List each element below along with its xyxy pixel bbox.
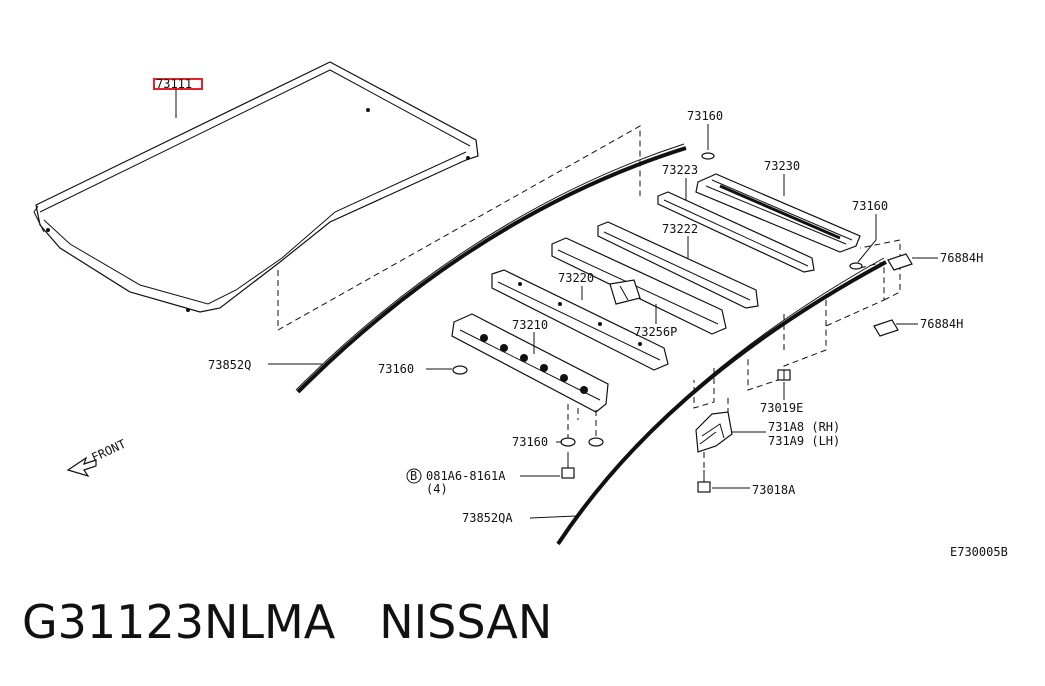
label-731a8[interactable]: 731A8 (RH) [768, 420, 840, 434]
pad-73160-top [701, 152, 715, 160]
label-front: FRONT [89, 437, 128, 465]
roof-bow-73210 [451, 313, 609, 413]
label-081a6-8161a[interactable]: 081A6-8161A [426, 469, 506, 483]
label-73160-bottom[interactable]: 73160 [512, 435, 548, 449]
brand-name: NISSAN [379, 595, 553, 649]
label-73210[interactable]: 73210 [512, 318, 548, 332]
roof-bow-73222 [597, 221, 759, 309]
pad-73160-right [849, 262, 863, 270]
label-73160-right[interactable]: 73160 [852, 199, 888, 213]
clip-76884h-upper [887, 253, 913, 271]
roof-bow-73223 [657, 191, 815, 273]
roof-bow-73230 [695, 173, 861, 253]
label-73223[interactable]: 73223 [662, 163, 698, 177]
pad-73160-bottom [560, 437, 604, 447]
label-081a6-qty: (4) [426, 482, 448, 496]
figure-code: E730005B [950, 545, 1008, 559]
front-arrow [66, 456, 97, 478]
clip-73019e [777, 369, 791, 381]
bolt-73018a [697, 470, 711, 493]
footer: G31123NLMA NISSAN [22, 595, 1022, 649]
label-73852q[interactable]: 73852Q [208, 358, 251, 372]
label-73852qa[interactable]: 73852QA [462, 511, 513, 525]
bracket-73256p [491, 269, 669, 371]
label-76884h-upper[interactable]: 76884H [940, 251, 983, 265]
label-73160-left[interactable]: 73160 [378, 362, 414, 376]
roof-bow-73220 [551, 237, 727, 335]
label-73256p[interactable]: 73256P [634, 325, 677, 339]
highlight-box [153, 78, 203, 90]
bolt-spec-circle [406, 468, 422, 484]
label-73220[interactable]: 73220 [558, 271, 594, 285]
label-73018a[interactable]: 73018A [752, 483, 796, 497]
pad-73160-left [452, 365, 468, 375]
clip-76884h-lower [873, 319, 899, 337]
molding-73852q [295, 143, 687, 394]
label-73160-top[interactable]: 73160 [687, 109, 723, 123]
label-731a9[interactable]: 731A9 (LH) [768, 434, 840, 448]
bolt-081a6-8161a [561, 452, 575, 479]
part-number: G31123NLMA [22, 595, 336, 649]
label-73230[interactable]: 73230 [764, 159, 800, 173]
label-76884h-lower[interactable]: 76884H [920, 317, 963, 331]
label-73019e[interactable]: 73019E [760, 401, 803, 415]
molding-73852qa [556, 257, 887, 546]
label-73111[interactable]: 73111 [156, 77, 192, 91]
label-bolt-circle: B [410, 469, 417, 483]
bracket-731a8-731a9 [695, 411, 733, 453]
label-73222[interactable]: 73222 [662, 222, 698, 236]
roof-panel [33, 61, 479, 313]
